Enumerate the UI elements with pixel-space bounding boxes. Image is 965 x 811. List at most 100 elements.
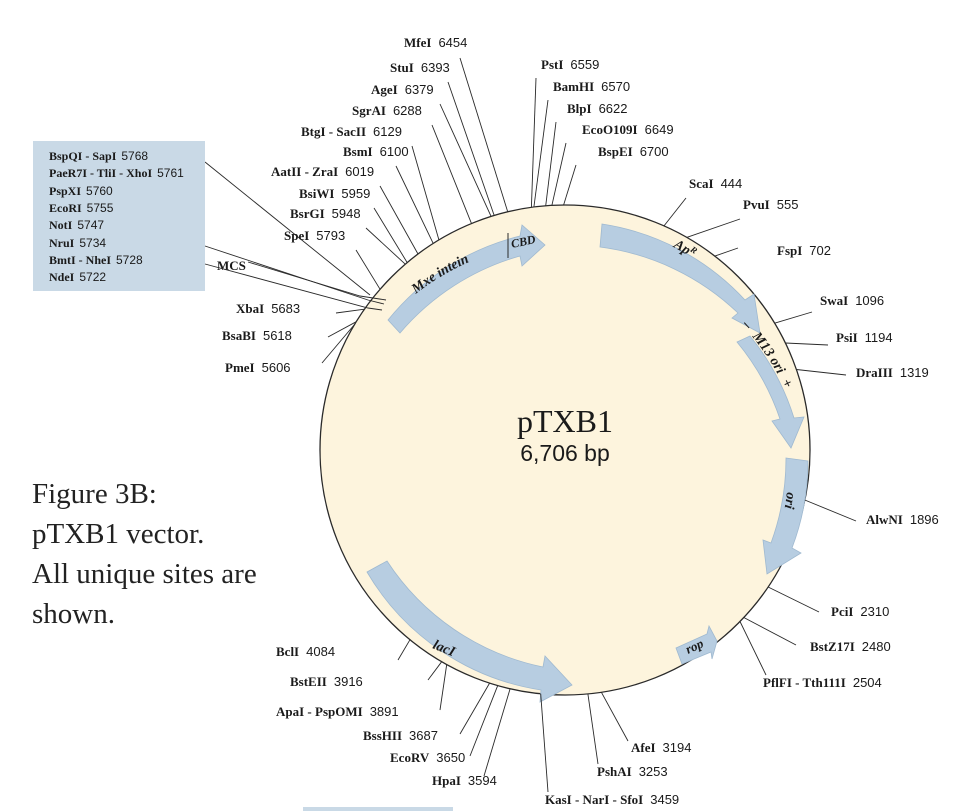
site-position: 3459 bbox=[650, 792, 679, 807]
site-leader-line bbox=[796, 369, 847, 376]
restriction-site-label: KasI - NarI - SfoI 3459 bbox=[545, 792, 679, 807]
mcs-leader-2 bbox=[204, 263, 383, 311]
site-name: MfeI bbox=[404, 35, 431, 50]
site-name: PflFI - Tth111I bbox=[763, 675, 846, 690]
site-leader-line bbox=[774, 311, 813, 324]
site-name: SpeI bbox=[284, 228, 309, 243]
site-position: 6700 bbox=[640, 144, 669, 159]
site-name: BssHII bbox=[363, 728, 402, 743]
site-leader-line bbox=[427, 661, 443, 681]
site-name: BamHI bbox=[553, 79, 594, 94]
site-leader-line bbox=[365, 227, 406, 265]
site-leader-line bbox=[459, 682, 490, 735]
restriction-site-label: SwaI 1096 bbox=[820, 293, 884, 308]
site-position: 5959 bbox=[341, 186, 370, 201]
site-leader-line bbox=[321, 323, 356, 364]
site-name: PsiI bbox=[836, 330, 858, 345]
site-leader-line bbox=[804, 499, 857, 522]
site-name: AatII - ZraI bbox=[271, 164, 338, 179]
site-leader-line bbox=[533, 99, 549, 208]
site-leader-line bbox=[395, 165, 434, 244]
site-name: PvuI bbox=[743, 197, 770, 212]
site-leader-line bbox=[767, 586, 820, 613]
site-position: 6288 bbox=[393, 103, 422, 118]
site-leader-line bbox=[459, 57, 509, 212]
site-position: 5793 bbox=[316, 228, 345, 243]
site-position: 1896 bbox=[910, 512, 939, 527]
site-name: DraIII bbox=[856, 365, 893, 380]
site-leader-line bbox=[483, 688, 511, 777]
site-name: EcoO109I bbox=[582, 122, 638, 137]
site-position: 4084 bbox=[306, 644, 335, 659]
site-position: 6649 bbox=[645, 122, 674, 137]
site-leader-line bbox=[601, 692, 629, 742]
site-leader-line bbox=[563, 164, 577, 206]
restriction-site-label: SpeI 5793 bbox=[284, 228, 345, 243]
site-position: 6019 bbox=[345, 164, 374, 179]
site-leader-line bbox=[379, 185, 419, 255]
site-leader-line bbox=[739, 621, 767, 676]
laci-arrow bbox=[366, 560, 573, 703]
figure-caption: Figure 3B: pTXB1 vector. All unique site… bbox=[32, 474, 312, 634]
site-leader-line bbox=[431, 124, 472, 224]
restriction-site-label: EcoO109I 6649 bbox=[582, 122, 674, 137]
apr-arrow bbox=[599, 223, 761, 334]
restriction-site-label: BlpI 6622 bbox=[567, 101, 628, 116]
site-position: 6129 bbox=[373, 124, 402, 139]
m13-ori-arrow bbox=[736, 335, 805, 449]
site-leader-line bbox=[335, 308, 365, 314]
site-name: KasI - NarI - SfoI bbox=[545, 792, 643, 807]
site-name: SwaI bbox=[820, 293, 848, 308]
site-position: 2504 bbox=[853, 675, 882, 690]
cbd-label: CBD bbox=[510, 232, 537, 251]
site-position: 6622 bbox=[599, 101, 628, 116]
site-position: 2480 bbox=[862, 639, 891, 654]
site-name: StuI bbox=[390, 60, 414, 75]
rop-arrow bbox=[675, 624, 718, 665]
caption-line: pTXB1 vector. bbox=[32, 518, 205, 550]
site-name: BtgI - SacII bbox=[301, 124, 366, 139]
site-name: PmeI bbox=[225, 360, 255, 375]
decorative-strip bbox=[303, 807, 453, 811]
site-position: 6393 bbox=[421, 60, 450, 75]
site-name: BsrGI bbox=[290, 206, 325, 221]
caption-line: All unique sites are bbox=[32, 558, 257, 590]
site-position: 1096 bbox=[855, 293, 884, 308]
site-leader-line bbox=[439, 664, 448, 711]
site-name: HpaI bbox=[432, 773, 461, 788]
site-position: 444 bbox=[721, 176, 743, 191]
site-name: XbaI bbox=[236, 301, 264, 316]
site-name: AfeI bbox=[631, 740, 656, 755]
site-name: BlpI bbox=[567, 101, 592, 116]
site-position: 6454 bbox=[438, 35, 467, 50]
site-name: PshAI bbox=[597, 764, 632, 779]
mcs-leader-1 bbox=[204, 245, 385, 305]
caption-line: Figure 3B: bbox=[32, 478, 157, 510]
site-leader-line bbox=[540, 693, 549, 793]
plasmid-size: 6,706 bp bbox=[520, 440, 610, 466]
site-name: PstI bbox=[541, 57, 563, 72]
site-position: 702 bbox=[809, 243, 831, 258]
restriction-site-label: MfeI 6454 bbox=[404, 35, 467, 50]
site-name: ApaI - PspOMI bbox=[276, 704, 363, 719]
site-name: EcoRV bbox=[390, 750, 430, 765]
mxe-intein-arrow bbox=[387, 224, 546, 334]
